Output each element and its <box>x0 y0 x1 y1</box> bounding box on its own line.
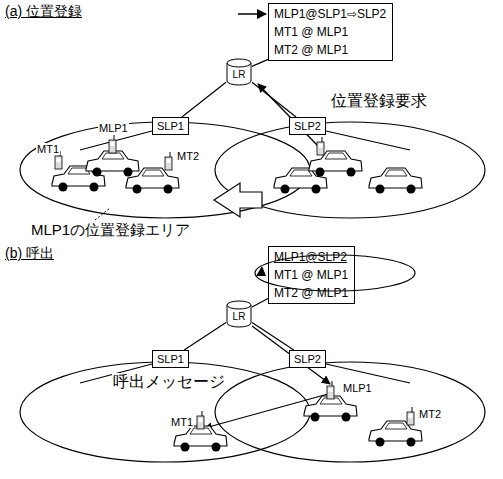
annotation: MT2 <box>418 408 442 420</box>
request-arrow <box>258 84 318 146</box>
cell-area <box>20 362 310 462</box>
node-text: SLP2 <box>294 352 321 366</box>
network-link <box>252 323 294 350</box>
move-arrow <box>214 183 262 217</box>
panel-heading: (b) 呼出 <box>4 246 55 261</box>
node-text: MT1 @ MLP1 <box>274 23 386 41</box>
location-table: MLP1@SLP2MT1 @ MLP1MT2 @ MLP1 <box>268 246 355 304</box>
car <box>52 166 105 192</box>
server-box: SLP2 <box>289 350 326 368</box>
paging-arrow <box>252 326 330 384</box>
leader-line <box>95 208 110 220</box>
node-text: MT2 @ MLP1 <box>274 284 348 302</box>
database-cylinder: LR <box>226 58 252 86</box>
node-text: MT2 @ MLP1 <box>274 41 386 59</box>
network-link <box>252 82 296 117</box>
annotation: MLP1の位置登録エリア <box>30 222 191 239</box>
node-text: LR <box>233 69 246 80</box>
node-text: MLP1@SLP2 <box>274 248 348 266</box>
server-box: SLP1 <box>152 350 189 368</box>
node-text: MT1 @ MLP1 <box>274 266 348 284</box>
pointer-arrow <box>238 13 266 15</box>
phone <box>109 135 116 153</box>
location-table: MLP1@SLP1⇨SLP2MT1 @ MLP1MT2 @ MLP1 <box>268 3 393 61</box>
car <box>369 168 422 194</box>
car <box>304 396 357 422</box>
network-link <box>184 323 226 350</box>
backbone-line <box>326 364 410 383</box>
car <box>126 168 179 194</box>
car <box>174 426 227 452</box>
car <box>86 151 139 177</box>
cell-area <box>20 122 310 218</box>
annotation: 呼出メッセージ <box>112 373 226 391</box>
phone <box>197 411 204 429</box>
annotation: MT2 <box>176 150 200 162</box>
network-link <box>182 82 226 117</box>
cell-area <box>215 362 485 462</box>
annotation: MT1 <box>170 416 194 428</box>
database-cylinder: LR <box>226 300 252 328</box>
node-text: SLP1 <box>157 119 184 133</box>
annotation: 位置登録要求 <box>330 92 428 110</box>
panel-heading: (a) 位置登録 <box>4 4 83 19</box>
phone <box>317 137 324 155</box>
annotation: MLP1 <box>342 382 373 394</box>
network-link <box>252 298 268 307</box>
phone <box>327 381 334 399</box>
node-text: SLP1 <box>157 352 184 366</box>
node-text: MLP1@SLP1⇨SLP2 <box>274 5 386 23</box>
phone <box>407 407 414 425</box>
backbone-line <box>326 131 410 150</box>
network-link <box>252 59 268 66</box>
annotation: MT1 <box>36 143 60 155</box>
phone <box>165 152 172 170</box>
annotation: MLP1 <box>98 122 129 134</box>
cell-area <box>215 122 485 218</box>
loop-head <box>256 266 266 276</box>
node-text: LR <box>233 311 246 322</box>
server-box: SLP2 <box>289 117 326 135</box>
node-text: SLP2 <box>294 119 321 133</box>
server-box: SLP1 <box>152 117 189 135</box>
car <box>274 168 327 194</box>
